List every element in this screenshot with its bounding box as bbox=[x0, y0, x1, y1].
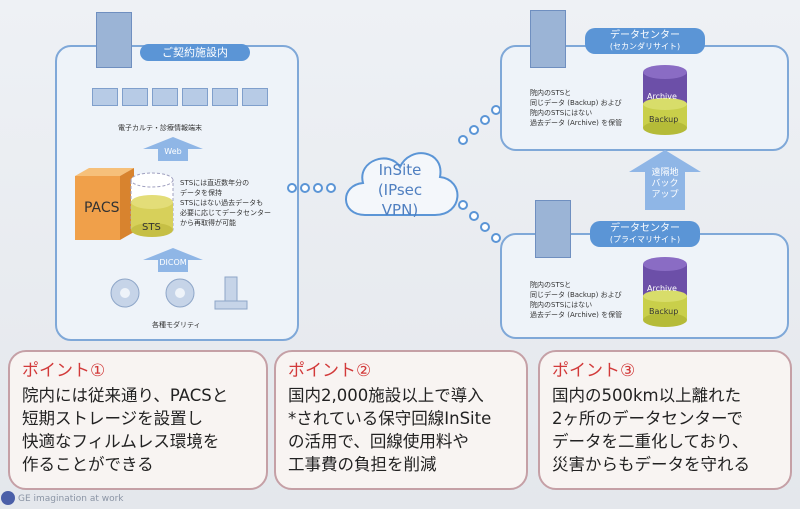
sts-note-line: から再取得が可能 bbox=[180, 219, 236, 227]
sts-note-line: STSにはない過去データも bbox=[180, 199, 264, 207]
point-line: *されている保守回線InSite bbox=[288, 409, 492, 428]
terminal-icon bbox=[92, 88, 118, 106]
cloud-icon bbox=[345, 152, 459, 216]
sts-note-line: データを保持 bbox=[180, 189, 222, 197]
remote-backup-line: 遠隔地 bbox=[651, 168, 679, 178]
backup-label: Backup bbox=[649, 307, 679, 316]
web-label: Web bbox=[164, 147, 182, 156]
point-line: の活用で、回線使用料や bbox=[288, 432, 469, 451]
dc-note-line: 院内のSTSにはない bbox=[530, 301, 593, 309]
sts-note-line: 必要に応じてデータセンター bbox=[180, 209, 271, 217]
terminal-icon bbox=[122, 88, 148, 106]
dc-note-line: 院内のSTSと bbox=[530, 89, 572, 97]
point-1-title: ポイント① bbox=[22, 361, 106, 381]
point-line: 国内2,000施設以上で導入 bbox=[288, 386, 484, 405]
archive-label: Archive bbox=[647, 284, 677, 293]
terminal-icon bbox=[212, 88, 238, 106]
terminal-icon bbox=[242, 88, 268, 106]
terminal-icon bbox=[182, 88, 208, 106]
dc-note-line: 同じデータ (Backup) および bbox=[530, 99, 622, 107]
point-2-box: ポイント② 国内2,000施設以上で導入 *されている保守回線InSite の活… bbox=[274, 350, 528, 490]
point-2-title: ポイント② bbox=[288, 361, 372, 381]
point-line: 作ることができる bbox=[22, 455, 154, 474]
point-1-box: ポイント① 院内には従来通り、PACSと 短期ストレージを設置し 快適なフィルム… bbox=[8, 350, 268, 490]
sts-label: STS bbox=[142, 222, 161, 233]
footer-tagline: GE imagination at work bbox=[18, 494, 124, 504]
dc-primary-title-text: データセンター bbox=[610, 223, 680, 234]
dc-primary-title: データセンター (プライマリサイト) bbox=[590, 221, 700, 247]
point-3-title: ポイント③ bbox=[552, 361, 636, 381]
archive-storage-icon bbox=[643, 257, 687, 327]
dc-note-line: 院内のSTSにはない bbox=[530, 109, 593, 117]
remote-backup-label: 遠隔地 バック アップ bbox=[648, 168, 682, 201]
remote-backup-arrow-icon bbox=[629, 150, 701, 210]
point-line: データを二重化しており、 bbox=[552, 432, 749, 451]
point-line: 災害からもデータを守れる bbox=[552, 455, 750, 474]
sts-note-line: STSには直近数年分の bbox=[180, 179, 250, 187]
datacenter-building-icon bbox=[530, 10, 566, 68]
dc-primary-note: 院内のSTSと 同じデータ (Backup) および 院内のSTSにはない 過去… bbox=[530, 280, 622, 320]
web-arrow-icon bbox=[143, 137, 203, 161]
dc-secondary-subtitle: (セカンダリサイト) bbox=[609, 42, 681, 51]
terminals-label: 電子カルテ・診療情報端末 bbox=[118, 124, 202, 132]
dc-note-line: 院内のSTSと bbox=[530, 281, 572, 289]
dc-note-line: 過去データ (Archive) を保管 bbox=[530, 311, 623, 319]
pacs-label: PACS bbox=[84, 200, 120, 216]
point-line: 快適なフィルムレス環境を bbox=[22, 432, 220, 451]
point-line: 工事費の負担を削減 bbox=[288, 455, 437, 474]
cloud-subtitle: (IPsec VPN) bbox=[377, 181, 423, 219]
point-3-box: ポイント③ 国内の500km以上離れた 2ヶ所のデータセンターで データを二重化… bbox=[538, 350, 792, 490]
terminal-icon bbox=[152, 88, 178, 106]
archive-storage-icon bbox=[643, 65, 687, 135]
modality-label: 各種モダリティ bbox=[152, 321, 201, 329]
sts-storage-icon bbox=[130, 172, 174, 237]
dicom-arrow-icon bbox=[143, 248, 203, 272]
point-line: 短期ストレージを設置し bbox=[22, 409, 204, 428]
modality-icons bbox=[110, 276, 248, 310]
point-line: 2ヶ所のデータセンターで bbox=[552, 409, 744, 428]
hospital-building-icon bbox=[96, 12, 132, 68]
datacenter-building-icon bbox=[535, 200, 571, 258]
point-3-body: 国内の500km以上離れた 2ヶ所のデータセンターで データを二重化しており、 … bbox=[552, 384, 778, 476]
remote-backup-line: バック bbox=[651, 179, 679, 189]
cloud-label: InSite (IPsec VPN) bbox=[360, 160, 440, 220]
point-line: 国内の500km以上離れた bbox=[552, 386, 742, 405]
backup-label: Backup bbox=[649, 115, 679, 124]
dc-secondary-note: 院内のSTSと 同じデータ (Backup) および 院内のSTSにはない 過去… bbox=[530, 88, 622, 128]
sts-note: STSには直近数年分の データを保持 STSにはない過去データも 必要に応じてデ… bbox=[180, 178, 271, 228]
archive-label: Archive bbox=[647, 92, 677, 101]
facility-title: ご契約施設内 bbox=[140, 44, 250, 61]
ge-logo-icon bbox=[1, 491, 15, 505]
dc-note-line: 過去データ (Archive) を保管 bbox=[530, 119, 623, 127]
remote-backup-line: アップ bbox=[651, 190, 679, 200]
dicom-label: DICOM bbox=[159, 258, 187, 267]
point-2-body: 国内2,000施設以上で導入 *されている保守回線InSite の活用で、回線使… bbox=[288, 384, 514, 476]
dc-primary-subtitle: (プライマリサイト) bbox=[609, 235, 681, 244]
cloud-title: InSite bbox=[378, 161, 422, 179]
dc-secondary-title-text: データセンター bbox=[610, 30, 680, 41]
point-1-body: 院内には従来通り、PACSと 短期ストレージを設置し 快適なフィルムレス環境を … bbox=[22, 384, 254, 476]
point-line: 院内には従来通り、PACSと bbox=[22, 386, 229, 405]
dc-note-line: 同じデータ (Backup) および bbox=[530, 291, 622, 299]
dc-secondary-title: データセンター (セカンダリサイト) bbox=[585, 28, 705, 54]
